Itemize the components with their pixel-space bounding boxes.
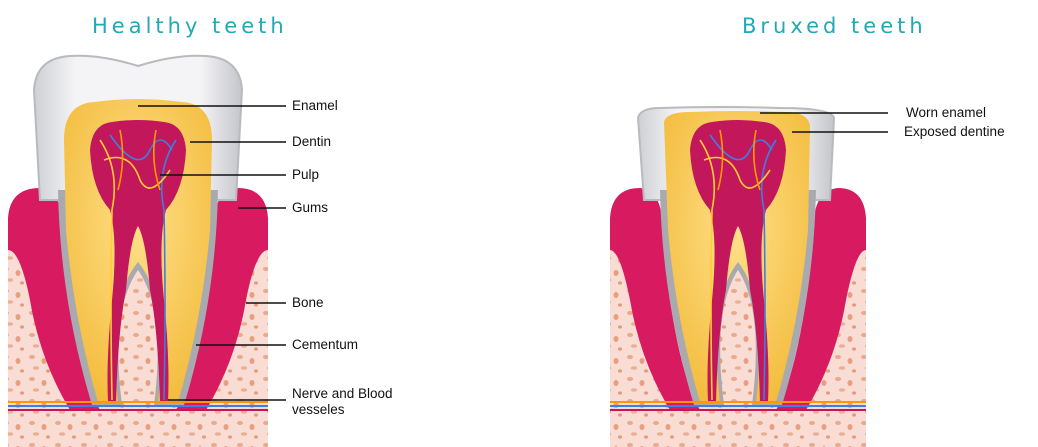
label-nerve-line1: Nerve and Blood: [292, 386, 393, 402]
label-worn-enamel: Worn enamel: [906, 105, 986, 121]
bruxed-tooth: [610, 107, 888, 447]
label-pulp: Pulp: [292, 167, 319, 183]
label-enamel: Enamel: [292, 98, 338, 114]
label-nerve-line2: vesseles: [292, 402, 345, 418]
label-cementum: Cementum: [292, 337, 358, 353]
label-gums: Gums: [292, 200, 328, 216]
label-exposed-dentine: Exposed dentine: [904, 124, 1005, 140]
label-dentin: Dentin: [292, 134, 331, 150]
healthy-tooth: [8, 56, 286, 447]
label-bone: Bone: [292, 295, 324, 311]
